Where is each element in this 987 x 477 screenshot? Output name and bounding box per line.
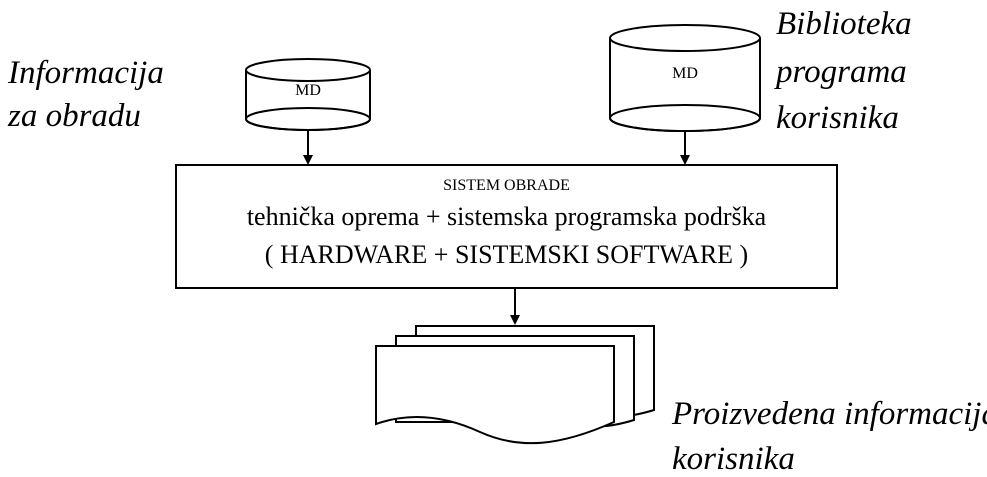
right-data-cylinder — [609, 24, 761, 132]
system-box-title: SISTEM OBRADE — [443, 177, 570, 194]
system-box — [175, 164, 838, 289]
library-label-line-2: programa — [776, 54, 907, 90]
library-label-line-1: Biblioteka — [776, 6, 912, 42]
output-label-line-2: korisnika — [672, 441, 795, 477]
output-label-line-1: Proizvedena informacija — [672, 396, 987, 432]
input-label-line-2: za obradu — [8, 98, 141, 134]
right-cylinder-label: MD — [672, 65, 698, 82]
system-box-line-2: ( HARDWARE + SISTEMSKI SOFTWARE ) — [264, 240, 749, 269]
system-box-line-1: tehnička oprema + sistemska programska p… — [246, 202, 767, 231]
left-cylinder-label: MD — [295, 82, 321, 99]
output-documents — [375, 325, 655, 445]
left-data-cylinder — [245, 58, 371, 131]
input-label-line-1: Informacija — [8, 55, 164, 91]
library-label-line-3: korisnika — [776, 100, 899, 136]
